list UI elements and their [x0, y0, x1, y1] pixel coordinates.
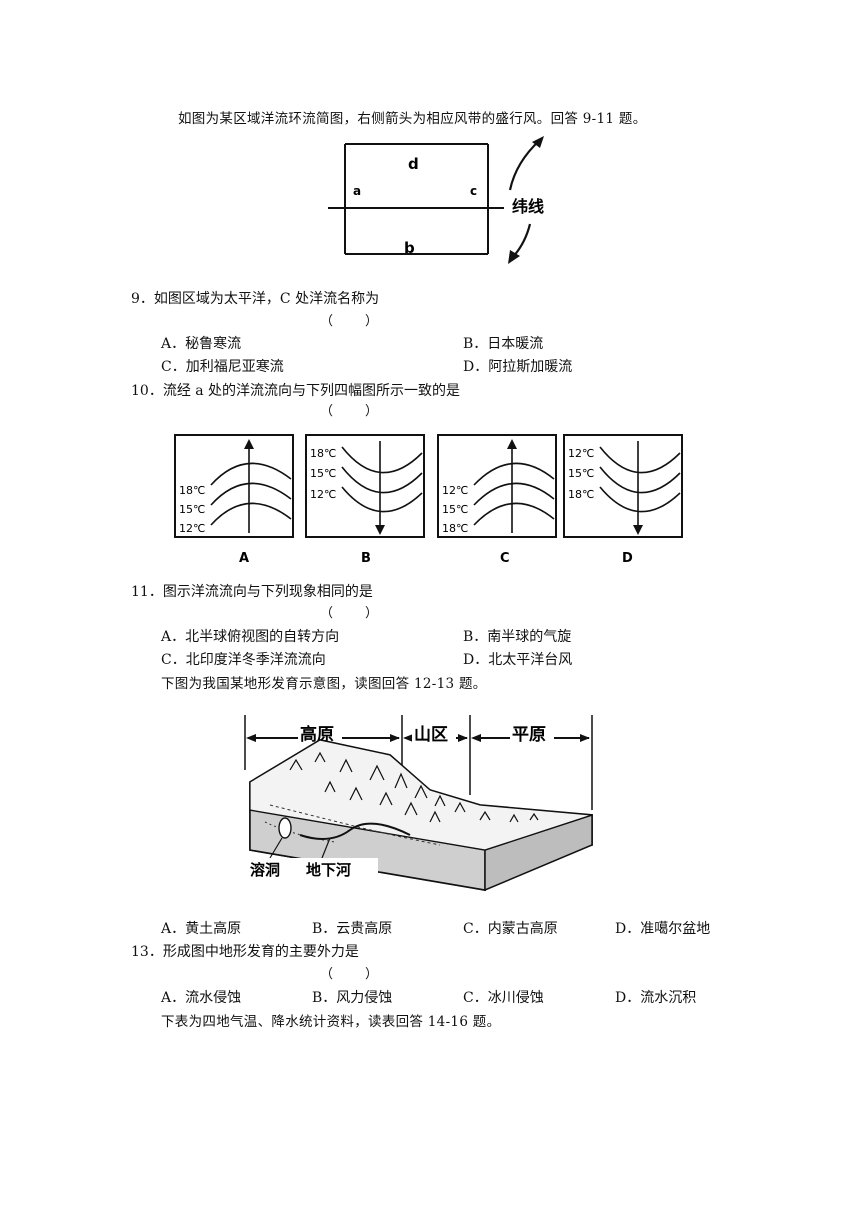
label-d: d	[408, 155, 419, 173]
panel-a-label: A	[239, 551, 249, 565]
q12-option-a: A．黄土高原	[161, 921, 242, 937]
isotherm-panels: 18℃ 15℃ 12℃ A 18℃ 15℃ 12℃ B 12℃ 15℃ 18℃ …	[174, 434, 683, 565]
q11-option-b: B．南半球的气旋	[463, 629, 572, 645]
latitude-label: 纬线	[512, 197, 544, 216]
answer-paren-11: （ ）	[320, 606, 381, 621]
q13-option-b: B．风力侵蚀	[312, 990, 393, 1006]
cave-opening-icon	[278, 817, 292, 839]
q9-option-d: D．阿拉斯加暖流	[463, 359, 573, 375]
panel-b-temp-2: 15℃	[310, 467, 336, 480]
label-a: a	[353, 184, 361, 198]
ocean-current-diagram: d a c b 纬线	[328, 136, 544, 264]
label-b: b	[404, 239, 415, 257]
underground-river-icon	[299, 822, 411, 840]
question-13: 13．形成图中地形发育的主要外力是	[131, 944, 359, 960]
q9-option-a: A．秘鲁寒流	[161, 336, 242, 352]
q11-option-d: D．北太平洋台风	[463, 652, 573, 668]
q13-option-d: D．流水沉积	[615, 990, 697, 1006]
panel-c-temp-1: 12℃	[442, 484, 468, 497]
q12-option-b: B．云贵高原	[312, 921, 393, 937]
answer-paren-10: （ ）	[320, 404, 381, 419]
q9-option-b: B．日本暖流	[463, 336, 544, 352]
panel-d-temp-3: 18℃	[568, 488, 594, 501]
panel-b-temp-3: 12℃	[310, 488, 336, 501]
panel-d: 12℃ 15℃ 18℃ D	[563, 434, 683, 565]
panel-c: 12℃ 15℃ 18℃ C	[437, 434, 557, 565]
underground-river-label: 地下河	[306, 861, 351, 879]
question-10: 10．流经 a 处的洋流流向与下列四幅图所示一致的是	[131, 383, 461, 399]
intro-text-12-13: 下图为我国某地形发育示意图，读图回答 12-13 题。	[161, 676, 487, 692]
intro-text-9-11: 如图为某区域洋流环流简图，右侧箭头为相应风带的盛行风。回答 9-11 题。	[178, 111, 647, 127]
panel-c-label: C	[500, 551, 510, 565]
panel-c-temp-3: 18℃	[442, 522, 468, 535]
answer-paren-13: （ ）	[320, 967, 381, 982]
q11-option-a: A．北半球俯视图的自转方向	[161, 629, 340, 645]
label-c: c	[470, 184, 477, 198]
q11-option-c: C．北印度洋冬季洋流流向	[161, 652, 326, 668]
plain-label: 平原	[512, 725, 546, 745]
plateau-label: 高原	[300, 724, 334, 745]
panel-c-temp-2: 15℃	[442, 503, 468, 516]
panel-a-temp-3: 12℃	[179, 522, 205, 535]
panel-a-temp-1: 18℃	[179, 484, 205, 497]
panel-a: 18℃ 15℃ 12℃ A	[174, 434, 294, 565]
mountain-label: 山区	[414, 725, 448, 745]
karst-landform-diagram: 高原 山区 平原 溶洞 地下河	[244, 715, 593, 892]
answer-paren-9: （ ）	[320, 314, 381, 329]
q12-option-c: C．内蒙古高原	[463, 921, 558, 937]
panel-b-label: B	[361, 551, 371, 565]
question-11: 11．图示洋流流向与下列现象相同的是	[131, 584, 373, 600]
question-9: 9．如图区域为太平洋，C 处洋流名称为	[131, 291, 380, 307]
intro-text-14-16: 下表为四地气温、降水统计资料，读表回答 14-16 题。	[161, 1014, 501, 1030]
cave-label: 溶洞	[250, 861, 280, 879]
panel-d-label: D	[622, 551, 633, 565]
q12-option-d: D．准噶尔盆地	[615, 921, 711, 937]
q13-option-c: C．冰川侵蚀	[463, 990, 544, 1006]
panel-a-temp-2: 15℃	[179, 503, 205, 516]
panel-d-temp-2: 15℃	[568, 467, 594, 480]
q9-option-c: C．加利福尼亚寒流	[161, 359, 284, 375]
wind-arrow-up-icon	[508, 139, 541, 191]
q13-option-a: A．流水侵蚀	[161, 990, 242, 1006]
panel-b: 18℃ 15℃ 12℃ B	[305, 434, 425, 565]
panel-b-temp-1: 18℃	[310, 447, 336, 460]
panel-d-temp-1: 12℃	[568, 447, 594, 460]
